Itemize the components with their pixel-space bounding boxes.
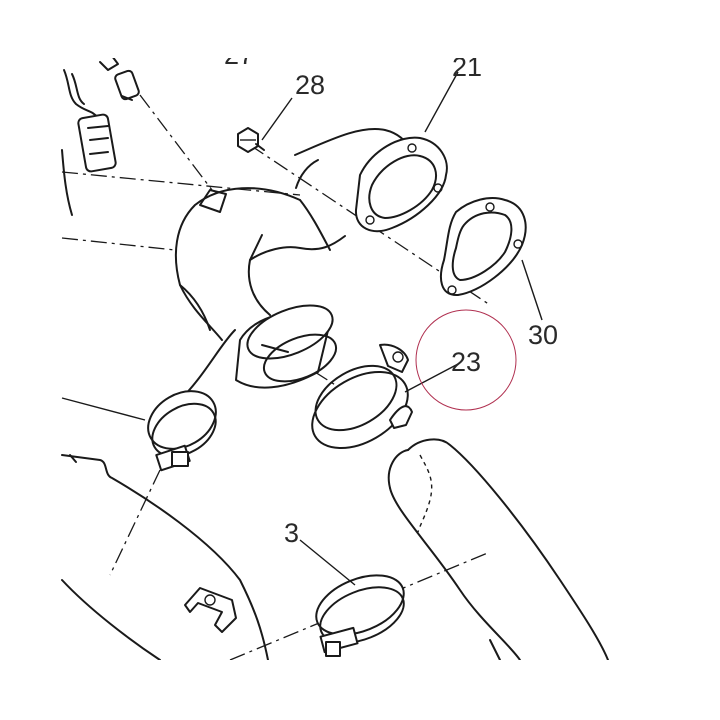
callout-30: 30 xyxy=(528,320,558,350)
callout-23: 23 xyxy=(451,347,481,377)
flange xyxy=(354,136,448,233)
header-pipe xyxy=(61,128,414,401)
clamp-23 xyxy=(311,343,413,449)
oxygen-sensor xyxy=(63,55,140,173)
hose-clamp-left xyxy=(147,390,217,472)
leader-lines xyxy=(61,71,543,586)
callout-23-highlight-circle xyxy=(415,309,517,411)
gasket xyxy=(440,197,527,297)
callout-3: 3 xyxy=(284,518,299,548)
callout-28: 28 xyxy=(295,70,325,100)
lower-pipe xyxy=(387,438,609,661)
hose-clamp-bottom xyxy=(315,574,405,657)
bolt xyxy=(237,127,265,153)
muffler-body xyxy=(61,454,269,661)
callout-labels: 27 28 21 30 23 3 xyxy=(224,40,558,548)
